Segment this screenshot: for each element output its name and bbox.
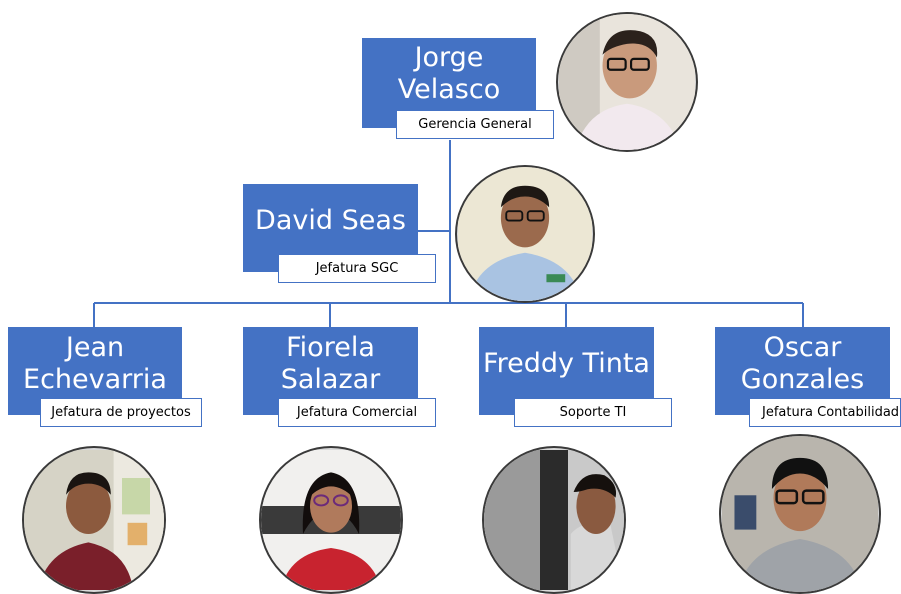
- role-label: Soporte TI: [514, 398, 672, 427]
- person-photo: [482, 446, 626, 594]
- node-name: Fiorela Salazar: [280, 331, 381, 395]
- person-photo-icon: [458, 167, 592, 301]
- role-label: Jefatura de proyectos: [40, 398, 202, 427]
- role-label: Jefatura Contabilidad: [749, 398, 901, 427]
- person-photo-icon: [24, 450, 164, 590]
- node-name: David Seas: [255, 204, 406, 236]
- person-photo: [556, 12, 698, 152]
- role-label: Jefatura SGC: [278, 254, 436, 283]
- role-label: Gerencia General: [396, 110, 554, 139]
- node-david-seas: David Seas: [243, 184, 418, 272]
- person-photo: [719, 434, 881, 594]
- person-photo-icon: [559, 14, 695, 150]
- person-photo-icon: [261, 450, 401, 590]
- person-photo-icon: [722, 436, 878, 592]
- node-name: Oscar Gonzales: [740, 331, 865, 395]
- person-photo: [455, 165, 595, 303]
- node-name: Jean Echevarria: [23, 331, 167, 395]
- person-photo: [22, 446, 166, 594]
- node-jean-echevarria: Jean Echevarria: [8, 327, 182, 415]
- person-photo: [259, 446, 403, 594]
- role-label: Jefatura Comercial: [278, 398, 436, 427]
- person-photo-icon: [484, 450, 624, 590]
- node-name: Freddy Tinta: [483, 347, 650, 379]
- node-name: Jorge Velasco: [397, 41, 501, 105]
